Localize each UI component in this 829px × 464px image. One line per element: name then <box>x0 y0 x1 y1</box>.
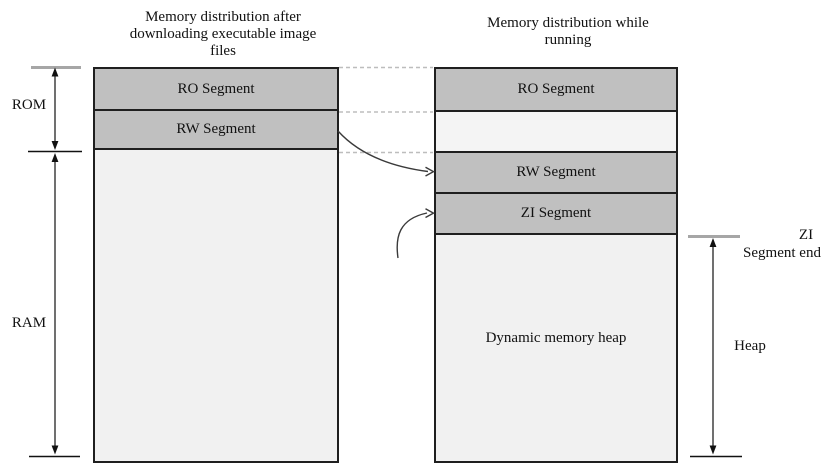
left-empty-ram-region <box>95 150 337 461</box>
right-unused-region <box>436 112 676 153</box>
rom-span-label: ROM <box>11 97 47 113</box>
right-rw-segment-label: RW Segment <box>516 164 596 180</box>
right-zi-segment: ZI Segment <box>436 194 676 235</box>
right-ro-segment-label: RO Segment <box>517 81 595 97</box>
dynamic-memory-heap-region: Dynamic memory heap <box>436 235 676 461</box>
rw-relocation-arrow-curve <box>337 130 429 173</box>
rw-relocation-arrowhead-icon <box>425 166 435 177</box>
heap-span-label: Heap <box>734 338 766 354</box>
left-rw-segment: RW Segment <box>95 111 337 150</box>
heap-arrow-down-icon <box>709 445 717 455</box>
zi-creation-arrowhead-icon <box>425 208 435 219</box>
left-ro-segment: RO Segment <box>95 69 337 111</box>
rom-arrow-up-icon <box>51 67 59 77</box>
rom-arrow-down-icon <box>51 141 59 150</box>
zi-segment-end-label-line2: Segment end <box>743 245 821 261</box>
zi-segment-end-label-line1: ZI <box>798 227 814 243</box>
left-ro-segment-label: RO Segment <box>177 80 255 97</box>
right-zi-segment-label: ZI Segment <box>520 205 592 221</box>
ram-span-label: RAM <box>11 315 47 331</box>
heap-arrow-up-icon <box>709 238 717 247</box>
left-rw-segment-label: RW Segment <box>176 121 256 137</box>
ram-arrow-down-icon <box>51 445 59 455</box>
left-column-title: Memory distribution after downloading ex… <box>129 9 317 59</box>
left-memory-column: RO Segment RW Segment <box>93 67 339 463</box>
ram-arrow-up-icon <box>51 153 59 162</box>
right-rw-segment: RW Segment <box>436 153 676 194</box>
right-memory-column: RO Segment RW Segment ZI Segment Dynamic… <box>434 67 678 463</box>
zi-creation-arrow-curve <box>396 212 428 259</box>
right-column-title: Memory distribution while running <box>487 15 649 48</box>
dynamic-memory-heap-label: Dynamic memory heap <box>485 329 627 346</box>
right-ro-segment: RO Segment <box>436 69 676 112</box>
